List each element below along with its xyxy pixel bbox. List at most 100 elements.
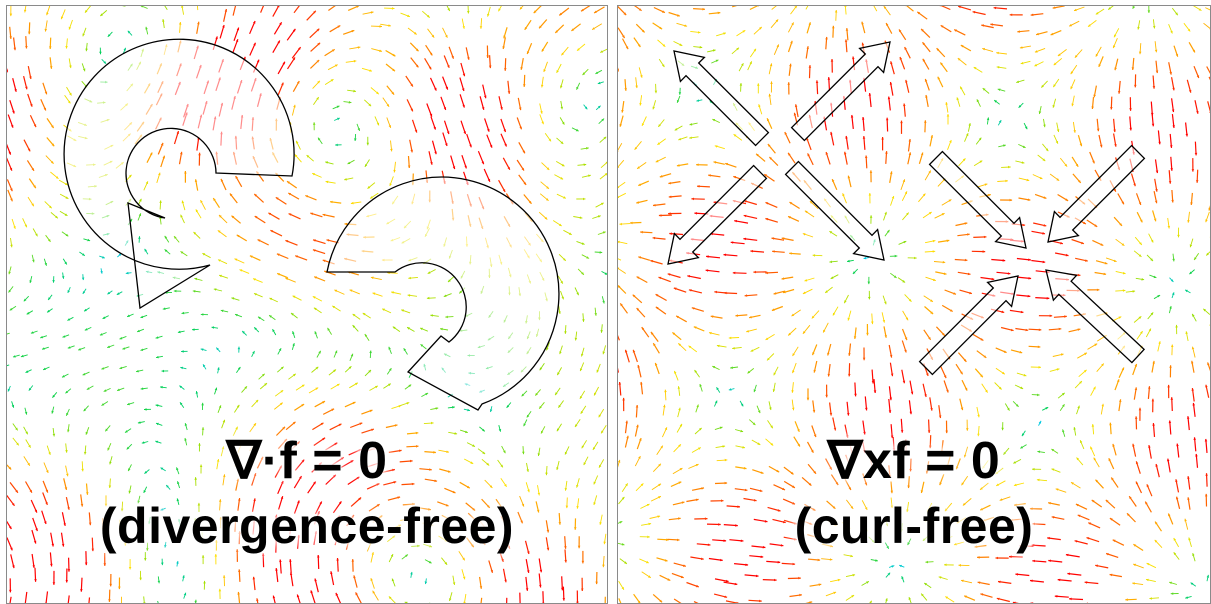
- field-vector-head: [1185, 289, 1188, 293]
- field-vector-head: [109, 461, 112, 465]
- field-vector-head: [149, 152, 153, 156]
- field-vector-head: [983, 355, 987, 358]
- field-vector-head: [658, 124, 661, 127]
- field-vector-head: [176, 467, 179, 471]
- field-vector-head: [215, 36, 218, 40]
- field-vector-head: [392, 68, 395, 72]
- field-vector-head: [192, 290, 196, 293]
- field-vector-head: [1155, 189, 1158, 192]
- field-vector-head: [620, 303, 623, 307]
- field-vector-head: [734, 582, 738, 586]
- field-vector-head: [767, 144, 771, 147]
- field-vector: [618, 142, 623, 151]
- field-vector-head: [625, 46, 629, 50]
- field-vector-head: [317, 80, 320, 84]
- field-vector-head: [658, 276, 662, 280]
- field-vector-head: [698, 447, 701, 450]
- field-vector-head: [905, 317, 909, 321]
- field-vector-head: [1138, 316, 1142, 319]
- field-vector-head: [804, 210, 808, 214]
- field-vector-head: [140, 6, 143, 8]
- field-vector-head: [829, 412, 833, 416]
- field-vector-head: [961, 482, 964, 486]
- field-vector-head: [1112, 443, 1115, 447]
- field-vector-head: [904, 450, 908, 453]
- field-vector-head: [349, 289, 353, 292]
- field-vector-head: [443, 107, 447, 110]
- field-vector-head: [848, 464, 851, 468]
- field-vector-head: [600, 330, 603, 333]
- field-vector-head: [776, 44, 779, 48]
- field-vector-head: [1075, 163, 1079, 167]
- field-vector-head: [1037, 345, 1041, 349]
- field-vector-head: [964, 222, 968, 225]
- field-vector-head: [1135, 461, 1139, 464]
- field-vector-head: [930, 299, 933, 302]
- field-vector-head: [974, 545, 978, 548]
- field-vector-head: [927, 509, 930, 513]
- field-vector-head: [183, 592, 187, 596]
- field-vector-head: [52, 433, 56, 437]
- field-vector-head: [691, 307, 695, 310]
- field-vector-head: [832, 179, 835, 182]
- field-vector-head: [791, 390, 794, 393]
- field-vector-head: [275, 568, 278, 571]
- field-vector-head: [1108, 458, 1111, 462]
- field-vector-head: [353, 575, 356, 579]
- field-vector-head: [408, 384, 412, 388]
- field-vector-head: [80, 589, 83, 592]
- field-vector-head: [452, 166, 456, 170]
- field-vector-head: [487, 178, 491, 182]
- field-vector-head: [869, 600, 872, 603]
- field-vector-head: [789, 202, 793, 205]
- field-vector-head: [789, 63, 792, 67]
- field-vector-head: [936, 48, 940, 51]
- field-vector-head: [252, 576, 256, 580]
- field-vector-head: [1154, 200, 1158, 204]
- field-vector-head: [797, 429, 800, 432]
- field-vector-head: [85, 10, 88, 13]
- field-vector-head: [1121, 367, 1124, 371]
- field-vector-head: [594, 10, 597, 13]
- field-vector-head: [769, 63, 773, 67]
- field-vector-head: [765, 202, 769, 205]
- field-vector-head: [316, 97, 319, 100]
- field-vector-head: [835, 482, 839, 485]
- field-vector-head: [1155, 70, 1159, 74]
- field-vector-head: [420, 327, 423, 331]
- field-vector-head: [684, 24, 688, 27]
- field-vector-head: [694, 370, 697, 373]
- field-vector-head: [956, 97, 959, 101]
- field-vector-head: [861, 117, 865, 120]
- field-vector-head: [659, 175, 663, 178]
- field-vector-head: [1045, 407, 1049, 410]
- field-vector-head: [991, 277, 995, 281]
- field-vector-head: [296, 140, 299, 144]
- field-vector-head: [777, 509, 781, 512]
- field-vector-head: [928, 337, 931, 340]
- field-vector-head: [310, 590, 313, 594]
- field-vector-head: [64, 213, 68, 216]
- field-vector-head: [871, 540, 875, 543]
- field-vector-head: [181, 200, 185, 204]
- field-vector-head: [653, 204, 656, 207]
- field-vector-head: [9, 167, 13, 171]
- field-vector-head: [1172, 258, 1175, 262]
- field-vector-head: [25, 431, 28, 435]
- field-vector-head: [322, 401, 325, 404]
- field-vector-head: [759, 489, 763, 492]
- field-vector-head: [124, 543, 127, 546]
- field-vector-head: [556, 467, 559, 470]
- field-vector-head: [1195, 180, 1199, 183]
- field-vector-head: [1175, 54, 1179, 57]
- field-vector-head: [888, 475, 892, 478]
- field-vector-head: [277, 40, 280, 44]
- field-vector-head: [99, 333, 103, 336]
- field-vector-head: [1020, 61, 1024, 65]
- field-vector-head: [930, 135, 933, 138]
- field-vector-head: [988, 193, 991, 197]
- field-vector-head: [1138, 407, 1142, 411]
- field-vector-head: [559, 12, 562, 16]
- field-vector-head: [852, 573, 856, 577]
- field-vector-head: [285, 240, 289, 243]
